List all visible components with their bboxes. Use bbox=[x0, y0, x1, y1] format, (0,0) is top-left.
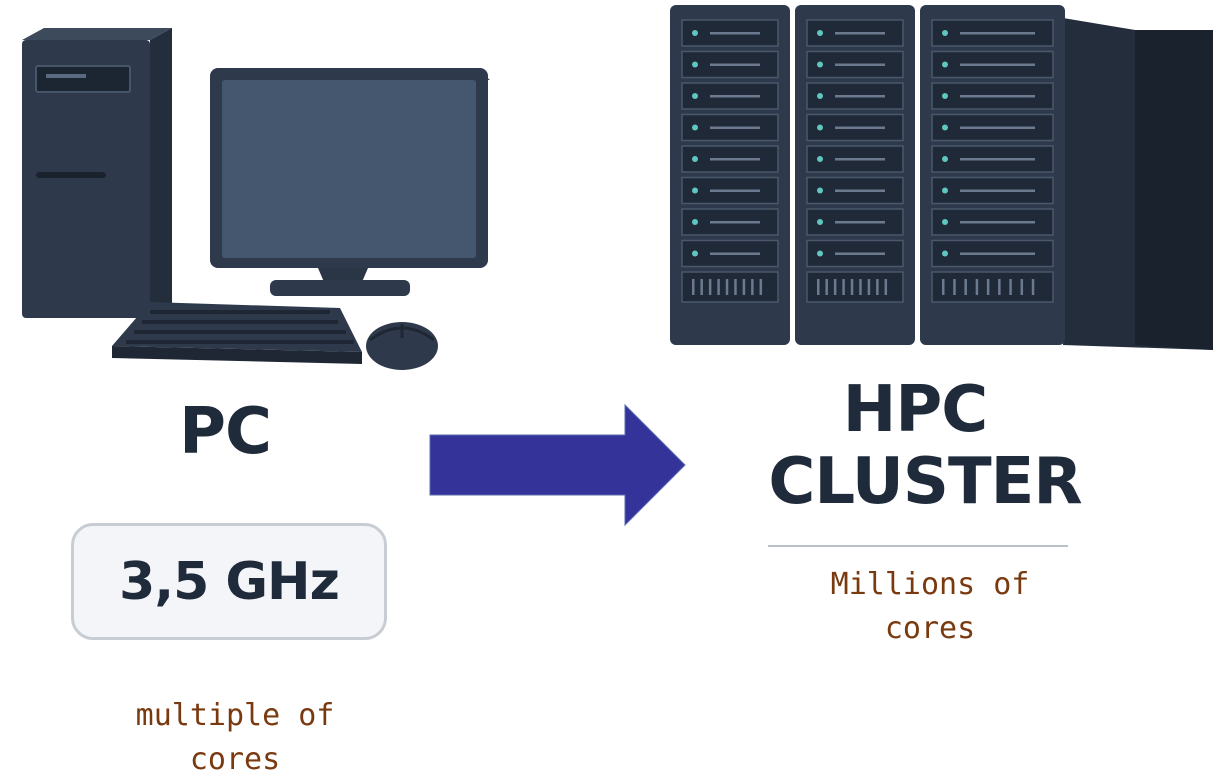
hpc-divider bbox=[768, 545, 1068, 547]
speed-value: 3,5 GHz bbox=[119, 551, 340, 612]
monitor-icon bbox=[210, 68, 490, 296]
hpc-note: Millions of cores bbox=[830, 567, 1030, 646]
speed-badge: 3,5 GHz bbox=[71, 523, 387, 640]
desktop-tower-icon bbox=[22, 28, 172, 318]
right-arrow-icon bbox=[429, 403, 686, 527]
hpc-title-line2: CLUSTER bbox=[768, 445, 1082, 519]
pc-title: PC bbox=[179, 395, 272, 469]
pc-illustration bbox=[22, 28, 490, 370]
hpc-title-line1: HPC bbox=[842, 373, 988, 447]
pc-note: multiple of cores bbox=[135, 698, 335, 777]
mouse-icon bbox=[366, 322, 438, 370]
server-rack-icon bbox=[670, 5, 1213, 350]
keyboard-icon bbox=[112, 302, 362, 364]
